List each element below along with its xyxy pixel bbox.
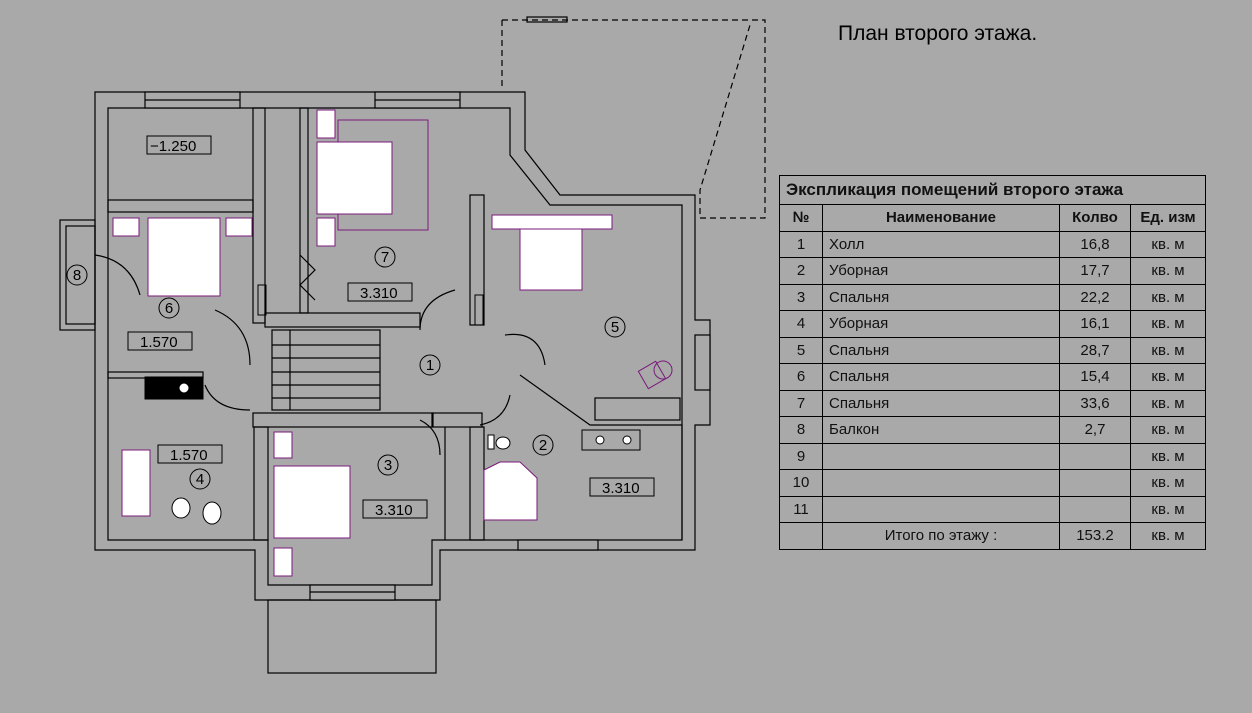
cell-no: 1 (779, 230, 823, 258)
cell-qty: 22,2 (1059, 283, 1131, 311)
svg-text:8: 8 (73, 267, 81, 284)
cell-no: 8 (779, 416, 823, 444)
cell-qty: 15,4 (1059, 363, 1131, 391)
cell-name: Уборная (822, 257, 1060, 285)
staircase (271, 329, 381, 411)
cell-unit: кв. м (1130, 283, 1206, 311)
cell-unit: кв. м (1130, 257, 1206, 285)
outer-wall (94, 91, 711, 601)
cell-unit: кв. м (1130, 336, 1206, 364)
roof-outline (502, 19, 766, 219)
cell-qty: 33,6 (1059, 389, 1131, 417)
cell-no: 11 (779, 495, 823, 523)
cell-name (822, 442, 1060, 470)
column-header: Колво (1059, 204, 1131, 232)
cell-name: Балкон (822, 416, 1060, 444)
cell-unit: кв. м (1130, 469, 1206, 497)
svg-text:4: 4 (196, 471, 204, 488)
room-number-marker: 8 (66, 264, 88, 286)
cell-qty: 2,7 (1059, 416, 1131, 444)
cell-unit: кв. м (1130, 442, 1206, 470)
level-label: 3.310 (602, 480, 640, 497)
level-label: 1.570 (140, 334, 178, 351)
cell-no: 6 (779, 363, 823, 391)
total-label: Итого по этажу : (822, 522, 1060, 550)
corner-bath (483, 461, 538, 521)
svg-text:3: 3 (384, 457, 392, 474)
svg-text:6: 6 (165, 300, 173, 317)
column-header: Наименование (822, 204, 1060, 232)
cell-qty: 17,7 (1059, 257, 1131, 285)
column-header: Ед. изм (1130, 204, 1206, 232)
bed (273, 465, 351, 539)
room-schedule-table: Экспликация помещений второго этажа № На… (779, 175, 1206, 550)
cell-name (822, 469, 1060, 497)
cell-unit: кв. м (1130, 389, 1206, 417)
cell-name: Холл (822, 230, 1060, 258)
level-label: 1.570 (170, 447, 208, 464)
floor-plan: −1.250 1.570 1.570 3.310 3.310 3.310 1 2… (59, 16, 766, 674)
cell-unit: кв. м (1130, 363, 1206, 391)
cell-no: 2 (779, 257, 823, 285)
total-unit: кв. м (1130, 522, 1206, 550)
cell-qty (1059, 469, 1131, 497)
room-number-marker: 7 (374, 246, 396, 268)
cell-name: Спальня (822, 389, 1060, 417)
bathtub (121, 449, 151, 517)
cell-no: 7 (779, 389, 823, 417)
total-value: 153.2 (1059, 522, 1131, 550)
cell-no: 9 (779, 442, 823, 470)
cell-name: Спальня (822, 363, 1060, 391)
cell-no: 5 (779, 336, 823, 364)
svg-text:1: 1 (426, 357, 434, 374)
cell-name: Спальня (822, 336, 1060, 364)
table-row: 11 кв. м (779, 495, 1206, 523)
bed (147, 217, 221, 297)
bed (519, 224, 583, 291)
level-label: −1.250 (150, 138, 196, 155)
cell-name: Спальня (822, 283, 1060, 311)
cell-unit: кв. м (1130, 310, 1206, 338)
room-number-marker: 2 (532, 434, 554, 456)
room-number-marker: 5 (604, 316, 626, 338)
cell-no: 10 (779, 469, 823, 497)
cell-qty: 28,7 (1059, 336, 1131, 364)
cell-unit: кв. м (1130, 495, 1206, 523)
svg-text:5: 5 (611, 319, 619, 336)
porch (267, 599, 437, 674)
cell-qty (1059, 495, 1131, 523)
table-heading: Экспликация помещений второго этажа (779, 175, 1206, 205)
table-row: 9 кв. м (779, 442, 1206, 470)
cell-name (822, 495, 1060, 523)
page-title: План второго этажа. (838, 22, 1038, 45)
level-label: 3.310 (375, 502, 413, 519)
total-row: Итого по этажу : 153.2 кв. м (779, 522, 1206, 550)
level-label: 3.310 (360, 285, 398, 302)
room-number-marker: 3 (377, 454, 399, 476)
cell-unit: кв. м (1130, 416, 1206, 444)
cell-no: 3 (779, 283, 823, 311)
column-header: № (779, 204, 823, 232)
cell-qty (1059, 442, 1131, 470)
cell-qty: 16,8 (1059, 230, 1131, 258)
bed (316, 141, 393, 215)
table-row: 10 кв. м (779, 469, 1206, 497)
room-number-marker: 4 (189, 468, 211, 490)
cell-no: 4 (779, 310, 823, 338)
room-number-marker: 6 (158, 297, 180, 319)
svg-text:7: 7 (381, 249, 389, 266)
cell-unit: кв. м (1130, 230, 1206, 258)
svg-text:2: 2 (539, 437, 547, 454)
cell-qty: 16,1 (1059, 310, 1131, 338)
room-number-marker: 1 (419, 354, 441, 376)
cell-name: Уборная (822, 310, 1060, 338)
